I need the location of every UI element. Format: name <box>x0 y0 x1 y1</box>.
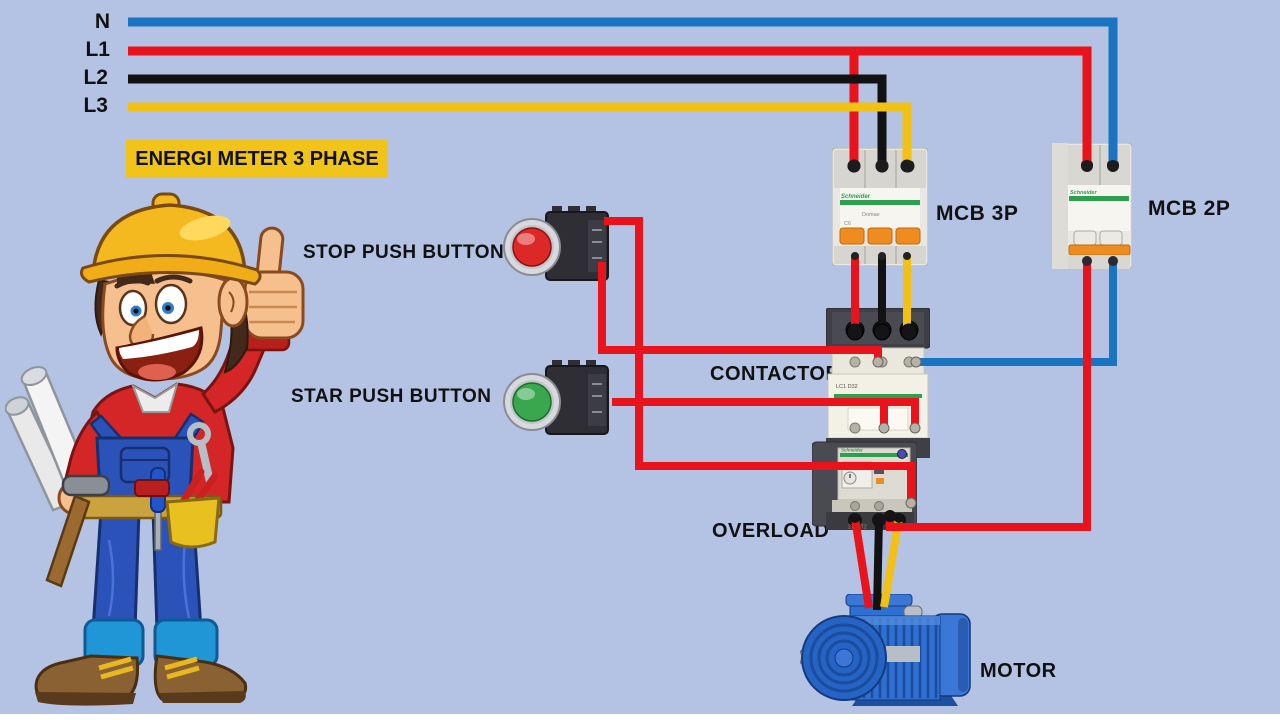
schneider-logo: Schneider <box>1070 190 1097 196</box>
tool-belt-icon <box>45 422 223 588</box>
thumbs-up-hand-icon <box>243 226 305 340</box>
stop-push-button-device <box>503 206 609 281</box>
motor-device <box>800 594 971 706</box>
breaker-toggle <box>895 227 921 245</box>
star-button-label: STAR PUSH BUTTON <box>291 386 492 407</box>
bottom-border <box>0 714 1280 720</box>
breaker-toggle <box>1068 244 1131 256</box>
worker-boots <box>34 618 248 706</box>
schneider-logo: Schneider <box>836 402 861 408</box>
mcb-3p-label: MCB 3P <box>936 202 1019 225</box>
mcb-2p-device: Schneider <box>1052 143 1132 269</box>
hammer-icon <box>45 474 111 588</box>
wrench-icon <box>187 422 214 483</box>
mcb-2p-label: MCB 2P <box>1148 197 1231 220</box>
star-button-face <box>512 382 552 422</box>
motor-label: MOTOR <box>980 660 1057 682</box>
supply-label-l2: L2 <box>83 66 108 89</box>
energy-meter-banner: ENERGI METER 3 PHASE <box>126 140 388 178</box>
supply-label-l1: L1 <box>85 38 110 61</box>
wire-mcb2p-neutral-to-contactor-coil <box>916 258 1117 366</box>
mcb-3p-device: Schneider Domae C6 <box>832 148 928 266</box>
schneider-logo: Schneider <box>841 194 871 200</box>
supply-label-n: N <box>94 10 110 33</box>
star-push-button-device <box>503 360 609 435</box>
supply-label-l3: L3 <box>83 94 108 117</box>
tool-pouch-icon <box>165 496 221 549</box>
overload-terminal-text: 2T1 4T2 <box>848 525 867 531</box>
schneider-logo: Schneider <box>841 448 863 453</box>
worker-head <box>94 270 249 382</box>
overload-label: OVERLOAD <box>712 520 830 542</box>
breaker-toggle <box>867 227 893 245</box>
mcb-rating-text: C6 <box>844 221 851 227</box>
contactor-device: LC1 D32 Schneider <box>826 308 930 458</box>
construction-worker-cartoon <box>5 192 305 706</box>
stop-button-face <box>512 227 552 267</box>
mcb-model-text: Domae <box>862 212 880 218</box>
breaker-toggle <box>839 227 865 245</box>
hard-hat-icon <box>80 192 262 286</box>
stop-button-label: STOP PUSH BUTTON <box>303 242 505 263</box>
motor-nameplate <box>886 646 920 662</box>
contactor-label: CONTACTOR <box>710 363 841 385</box>
overload-relay-device: Schneider 2T1 4T2 <box>812 441 917 531</box>
contactor-model-text: LC1 D32 <box>836 384 858 390</box>
